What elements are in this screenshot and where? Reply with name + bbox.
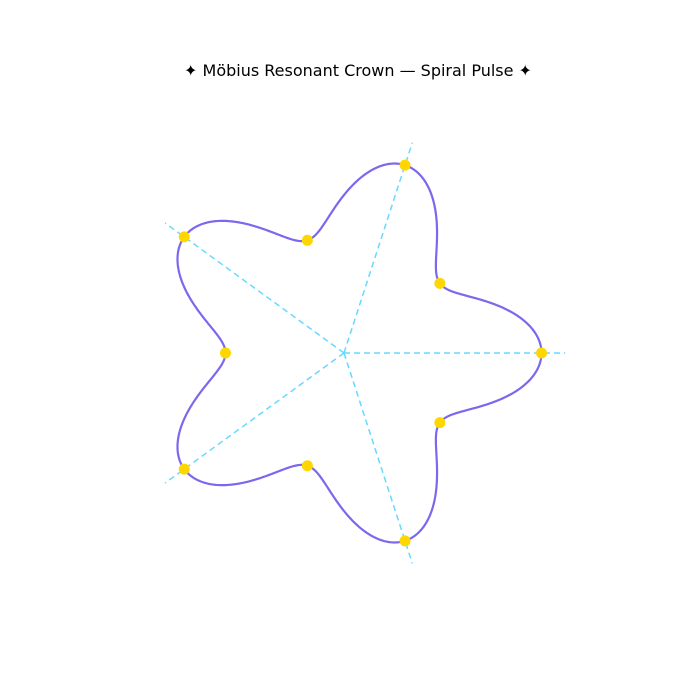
chart-title: ✦ Möbius Resonant Crown — Spiral Pulse ✦ (184, 61, 532, 80)
marker-point-4 (178, 231, 190, 243)
spoke-line-1 (343, 142, 414, 354)
marker-point-1 (434, 277, 446, 289)
marker-point-5 (220, 347, 231, 359)
marker-point-6 (178, 463, 190, 475)
marker-point-0 (536, 347, 547, 359)
spokes-layer (164, 142, 566, 564)
spoke-line-4 (343, 352, 414, 564)
markers-layer (178, 159, 547, 547)
marker-point-2 (399, 159, 411, 171)
marker-point-8 (399, 535, 411, 547)
spoke-line-2 (164, 222, 345, 354)
marker-point-9 (434, 417, 446, 429)
spoke-line-3 (164, 352, 345, 484)
marker-point-3 (301, 234, 313, 246)
marker-point-7 (301, 460, 313, 472)
